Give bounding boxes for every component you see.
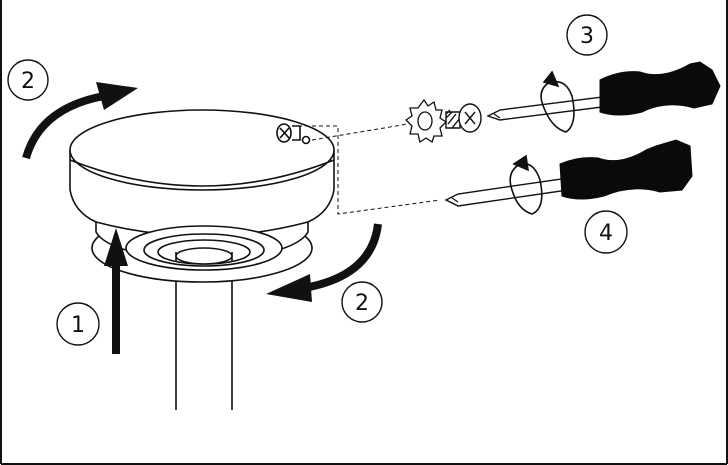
step-2-number-bottom: 2: [355, 291, 369, 316]
step-4-callout: 4: [584, 210, 628, 254]
rotate-arrow-upper-icon: [540, 70, 575, 133]
rotate-arrow-lower-icon: [509, 154, 543, 215]
step-1-callout: 1: [56, 302, 100, 346]
step-3-callout: 3: [566, 14, 608, 56]
rotate-arrow-top-icon: [22, 82, 138, 160]
lock-washer-icon: [404, 98, 448, 144]
step-2-number-top: 2: [21, 69, 35, 94]
step-2-callout-bottom: 2: [341, 281, 383, 323]
screwdriver-upper: [486, 61, 721, 121]
rotate-arrow-bottom-icon: [266, 223, 382, 302]
canopy: [69, 109, 335, 283]
screwdriver-lower: [444, 139, 693, 207]
step-4-number: 4: [599, 221, 613, 246]
push-up-arrow-icon: [104, 228, 128, 354]
step-3-number: 3: [580, 24, 594, 49]
step-2-callout-top: 2: [7, 59, 49, 101]
step-1-number: 1: [71, 313, 85, 338]
screw-icon: [445, 103, 482, 133]
